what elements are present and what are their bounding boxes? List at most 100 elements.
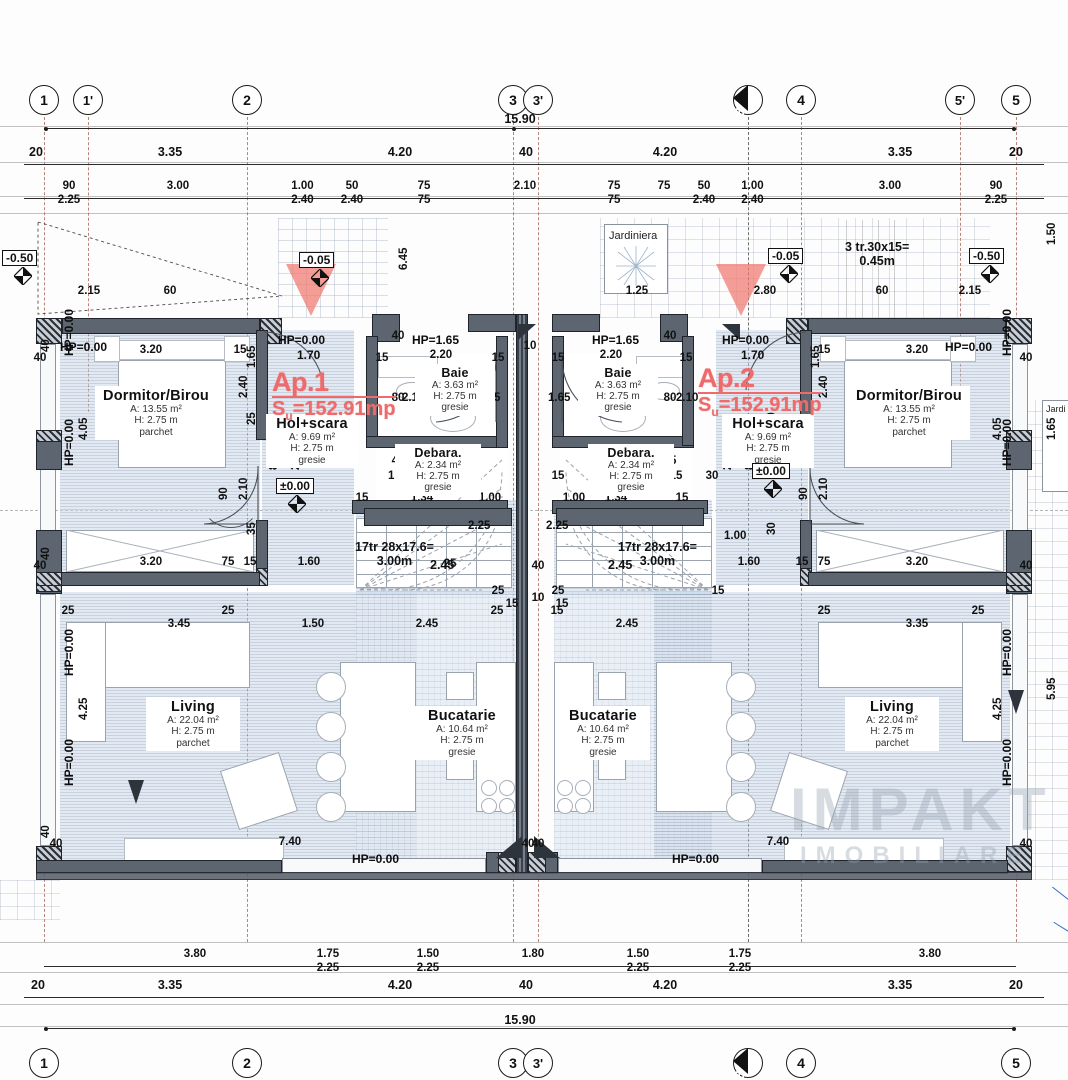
level-mark-4 — [981, 265, 999, 283]
dim-vert-left-12: 35 — [246, 522, 258, 535]
room-finish: gresie — [754, 454, 782, 466]
dim-interior-left-9: 1.60 — [297, 556, 321, 568]
hp-label-7: HP=0.00 — [945, 340, 993, 354]
dim-bath-right-6: 2.10 — [676, 392, 699, 404]
level-mark-5 — [764, 480, 782, 498]
dimline-bottom-lower — [24, 997, 1044, 998]
dim-bath-right-15: 1.00 — [724, 530, 747, 542]
sightline-triangle-left — [37, 221, 283, 315]
hob-burner-left-2 — [499, 780, 515, 796]
dim-top-row2-11-a: 90 — [989, 180, 1003, 192]
room-name: Baie — [441, 366, 469, 380]
hob-burner-right-4 — [575, 798, 591, 814]
dim-bottom-row-lower-1: 3.35 — [157, 978, 183, 992]
grid-bubble-bottom-4: 4 — [786, 1048, 816, 1078]
dim-interior-right-11: 40 — [1019, 560, 1033, 572]
door-swing-bedroom-right — [809, 465, 865, 525]
dim-bottom-row-lower-2: 4.20 — [387, 978, 413, 992]
room-finish: gresie — [424, 482, 452, 494]
dim-bottom-row-upper-4-b: 2.25 — [626, 962, 650, 974]
dim-interior-left-2: 3.20 — [139, 344, 163, 356]
dim-interior-left-13: 1.50 — [301, 618, 325, 630]
dim-interior-right-13: 3.35 — [905, 618, 929, 630]
note-2: 3 tr.30x15=0.45m — [845, 240, 909, 269]
dim-top-row2-3-b: 2.40 — [340, 194, 364, 206]
dim-vert-left-4: 40 — [40, 825, 52, 838]
dim-bath-right-1: 40 — [663, 330, 677, 342]
dim-bath-right-12: 15 — [675, 492, 689, 504]
room-area: A: 13.55 m² — [130, 404, 182, 416]
window-left-lower — [40, 594, 56, 846]
wall-corner-top-right — [1006, 318, 1032, 344]
guide-top-3 — [0, 196, 1068, 197]
dining-chair-right-1 — [726, 672, 756, 702]
hp-label-8: HP=0.00 — [352, 852, 400, 866]
dim-top-row1-5: 3.35 — [887, 145, 913, 159]
room-height: H: 2.75 m — [887, 415, 931, 427]
dim-bath-left-15: 25 — [443, 558, 457, 570]
dim-bath-left-4: 10 — [523, 340, 537, 352]
note-line-1: 3 tr.30x15= — [845, 240, 910, 254]
area-value: =152.91mp — [718, 393, 822, 416]
guide-top-4 — [0, 213, 1068, 214]
staircase-left — [356, 518, 512, 588]
dim-top-row2-11-b: 2.25 — [984, 194, 1008, 206]
dim-vert-right-1: 4.25 — [992, 697, 1004, 720]
jardiniera-label: Jardiniera — [609, 230, 658, 242]
dim-bath-left-3: 15 — [491, 352, 505, 364]
stair-landing-wall-left — [364, 508, 512, 526]
guide-bottom-1 — [0, 942, 1068, 943]
hp-label-9: HP=0.00 — [672, 852, 720, 866]
apartment-area: Su=152.91mp — [272, 398, 396, 424]
section-marker-bottom — [733, 1048, 748, 1074]
dim-interior-right-5: 15 — [817, 344, 831, 356]
dim-bath-left-2: 15 — [375, 352, 389, 364]
wall-bedroom-bottom-left — [60, 572, 260, 586]
note-line-1: 2.45 — [430, 558, 455, 572]
hp-label-11: HP=0.00 — [62, 418, 76, 466]
hp-label-3: HP=1.65 — [412, 333, 460, 347]
note-4: 2.45 — [608, 558, 632, 572]
dim-top-row2-2-b: 2.40 — [291, 194, 314, 206]
note-line-1: 17tr 28x17.6= — [355, 540, 434, 554]
plant-icon — [616, 246, 656, 286]
dim-stair-misc-0: 25 — [491, 585, 505, 597]
door-swing-entry-right — [745, 331, 807, 391]
hp-label-6: 1.70 — [741, 348, 765, 362]
area-symbol: S — [698, 393, 712, 416]
stair-landing-wall-right — [556, 508, 704, 526]
guide-top-2 — [0, 162, 1068, 163]
wall-bedroom-bottom-right — [808, 572, 1008, 586]
dim-interior-right-18: 40 — [521, 838, 535, 850]
dim-vert-right-6: 2.10 — [818, 477, 830, 500]
dim-vert-right-11: 30 — [766, 522, 778, 535]
dim-top-row1-3: 40 — [519, 145, 533, 159]
sheet-corner-line-2 — [1053, 921, 1068, 950]
room-finish: gresie — [441, 402, 469, 414]
level-mark-1 — [311, 269, 329, 287]
dim-bottom-row-upper-5-a: 1.75 — [728, 948, 752, 960]
level-tag-2: ±0.00 — [276, 478, 314, 494]
room-finish: parchet — [875, 737, 909, 749]
dimline-top-row1 — [24, 164, 1044, 165]
room-name: Debara. — [607, 446, 655, 460]
dim-top-row2-9-b: 2.40 — [741, 194, 764, 206]
dim-interior-left-7: 15 — [243, 556, 257, 568]
door-swing-bedroom-left — [203, 465, 259, 525]
room-area: A: 13.55 m² — [883, 404, 935, 416]
room-height: H: 2.75 m — [416, 471, 460, 483]
room-height: H: 2.75 m — [290, 443, 334, 455]
dimline-top-overall — [44, 127, 1016, 131]
room-height: H: 2.75 m — [609, 471, 653, 483]
guide-mid-horizontal — [0, 510, 1068, 511]
level-mark-0 — [14, 267, 32, 285]
wall-top-right — [808, 318, 1006, 334]
dim-interior-right-12: 25 — [817, 605, 831, 617]
dim-vert-left-9: 25 — [246, 412, 258, 425]
